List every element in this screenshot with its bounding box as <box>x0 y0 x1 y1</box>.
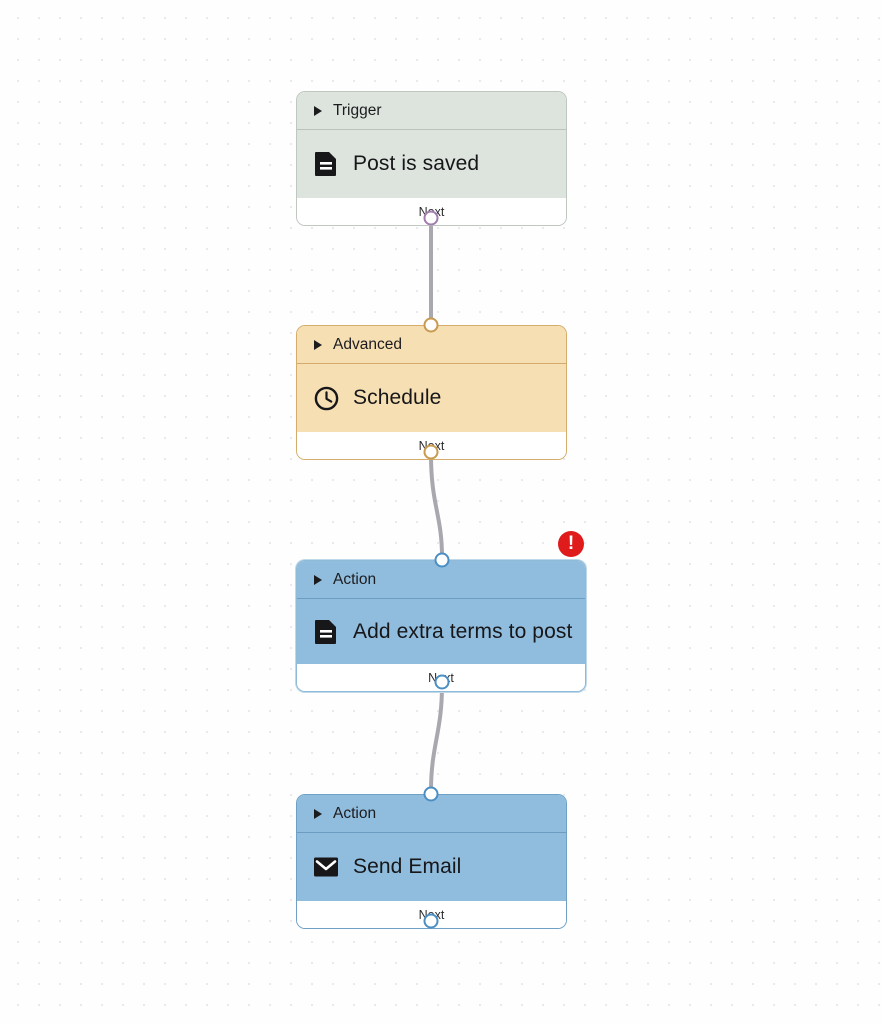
node-kind-label: Trigger <box>333 101 382 119</box>
chevron-right-icon[interactable] <box>314 574 322 585</box>
edge-advanced-to-action <box>429 453 444 559</box>
node-action-send-email[interactable]: Action Send Email Next <box>296 794 567 929</box>
node-body[interactable]: Post is saved <box>297 130 566 198</box>
exclamation-icon: ! <box>567 533 575 554</box>
node-kind-label: Action <box>333 804 377 822</box>
edge-action-to-email <box>429 683 444 793</box>
node-action-add-extra-terms[interactable]: Action Add extra terms to post Next <box>296 560 586 692</box>
document-icon <box>313 619 339 645</box>
node-title: Add extra terms to post <box>353 619 573 643</box>
node-body[interactable]: Add extra terms to post <box>297 599 585 664</box>
node-kind-label: Action <box>333 570 377 588</box>
chevron-right-icon[interactable] <box>314 105 322 116</box>
node-kind-label: Advanced <box>333 335 402 353</box>
node-body[interactable]: Send Email <box>297 833 566 901</box>
node-header[interactable]: Trigger <box>297 92 566 130</box>
node-advanced-schedule[interactable]: Advanced Schedule Next <box>296 325 567 460</box>
node-title: Schedule <box>353 386 442 409</box>
trigger-output-port[interactable] <box>423 210 439 226</box>
envelope-icon <box>313 854 339 880</box>
node-title: Post is saved <box>353 152 480 175</box>
action-email-output-port[interactable] <box>423 913 439 929</box>
clock-icon <box>313 385 339 411</box>
chevron-right-icon[interactable] <box>314 808 322 819</box>
error-badge[interactable]: ! <box>558 531 584 557</box>
action-terms-output-port[interactable] <box>434 674 450 690</box>
chevron-right-icon[interactable] <box>314 339 322 350</box>
node-title: Send Email <box>353 855 462 878</box>
document-icon <box>313 151 339 177</box>
node-body[interactable]: Schedule <box>297 364 566 432</box>
node-trigger-post-is-saved[interactable]: Trigger Post is saved Next <box>296 91 567 226</box>
advanced-output-port[interactable] <box>423 444 439 460</box>
action-email-input-port[interactable] <box>423 786 439 802</box>
action-terms-input-port[interactable] <box>434 552 450 568</box>
advanced-input-port[interactable] <box>423 317 439 333</box>
